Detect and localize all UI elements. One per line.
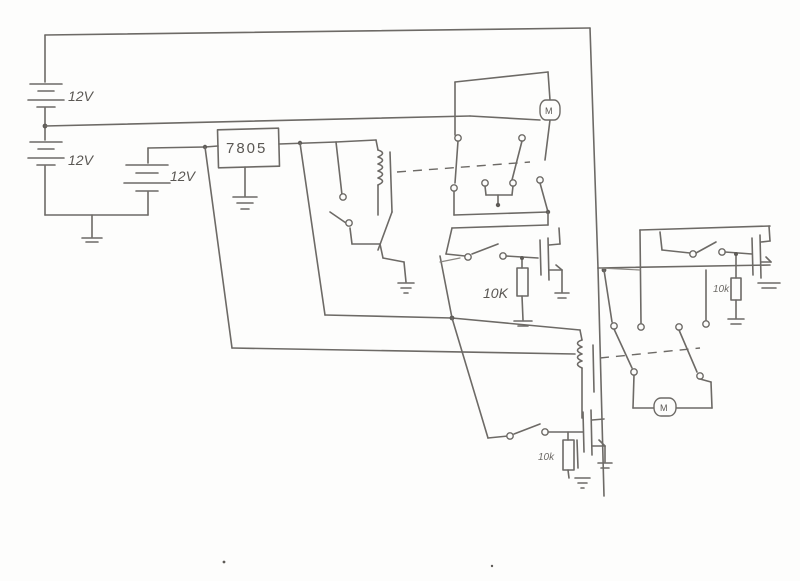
relay-bottom	[576, 329, 701, 419]
relay-linkage-left	[396, 161, 531, 173]
regulator-input-bus	[204, 146, 576, 355]
regulator-label: 7805	[226, 140, 267, 157]
battery-stack-main	[27, 34, 149, 243]
battery-aux-label: 12V	[170, 168, 197, 184]
battery-top-label: 12V	[68, 88, 95, 104]
midpoint-wire	[44, 115, 541, 127]
resistor-2-label: 10k	[713, 284, 730, 295]
battery-bottom-label: 12V	[68, 152, 95, 168]
regulator-7805	[202, 127, 337, 210]
resistor-1-label: 10K	[483, 285, 509, 301]
motor-bottom	[653, 397, 677, 417]
motor-top-label: M	[545, 106, 553, 116]
battery-aux	[123, 146, 206, 216]
top-supply-rail	[44, 27, 605, 497]
five-volt-bus	[299, 142, 453, 319]
driver-stage-2	[639, 225, 781, 325]
driver-stage-1	[439, 211, 581, 331]
driver-stage-3	[451, 317, 613, 489]
motor-top	[539, 99, 561, 121]
relay-top-dpdt	[450, 71, 551, 216]
relay-left	[329, 139, 415, 294]
relay-right-dpdt	[597, 229, 771, 409]
motor-bottom-label: M	[660, 403, 668, 413]
resistor-3-label: 10k	[538, 452, 555, 463]
stray-pencil-marks	[222, 257, 641, 568]
